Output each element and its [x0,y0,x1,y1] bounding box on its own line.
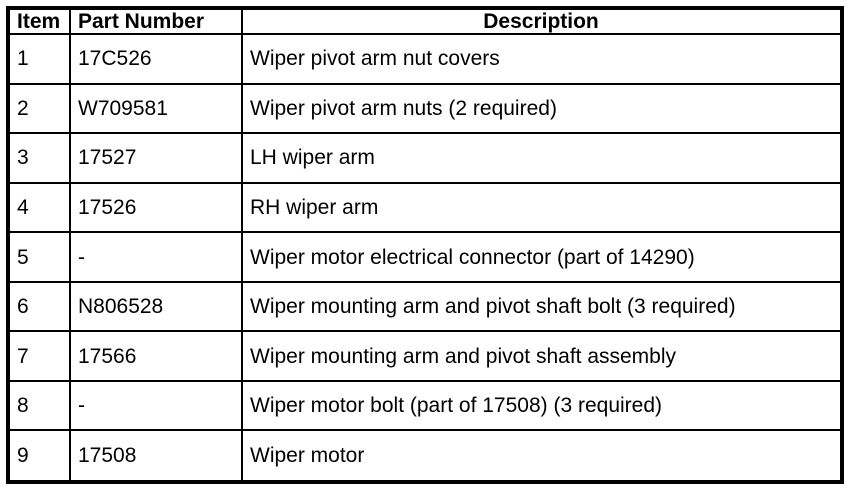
parts-table-body: 1 17C526 Wiper pivot arm nut covers 2 W7… [7,33,843,483]
table-row: 2 W709581 Wiper pivot arm nuts (2 requir… [7,82,843,135]
table-row: 5 - Wiper motor electrical connector (pa… [7,231,843,283]
cell-part-number: 17C526 [69,33,243,85]
cell-part-number: - [69,379,243,432]
cell-description: Wiper motor bolt (part of 17508) (3 requ… [241,379,843,432]
cell-item: 5 [7,231,71,283]
cell-description: Wiper pivot arm nut covers [241,33,843,85]
parts-table-header: Item Part Number Description [7,6,843,36]
cell-part-number: W709581 [69,82,243,135]
cell-description: Wiper mounting arm and pivot shaft assem… [241,330,843,382]
table-row: 8 - Wiper motor bolt (part of 17508) (3 … [7,379,843,432]
cell-item: 1 [7,33,71,85]
column-header-item: Item [7,6,71,36]
table-row: 1 17C526 Wiper pivot arm nut covers [7,33,843,85]
cell-item: 4 [7,181,71,234]
cell-item: 7 [7,330,71,382]
cell-description: Wiper pivot arm nuts (2 required) [241,82,843,135]
table-row: 6 N806528 Wiper mounting arm and pivot s… [7,280,843,333]
cell-item: 3 [7,132,71,184]
cell-part-number: - [69,231,243,283]
cell-part-number: 17527 [69,132,243,184]
parts-table: Item Part Number Description 1 17C526 Wi… [6,6,844,484]
cell-part-number: 17508 [69,429,243,483]
cell-item: 8 [7,379,71,432]
cell-item: 6 [7,280,71,333]
cell-part-number: 17566 [69,330,243,382]
cell-description: Wiper motor [241,429,843,483]
cell-description: RH wiper arm [241,181,843,234]
column-header-part-number: Part Number [69,6,243,36]
table-row: 4 17526 RH wiper arm [7,181,843,234]
header-row: Item Part Number Description [7,6,843,36]
cell-item: 9 [7,429,71,483]
cell-item: 2 [7,82,71,135]
cell-description: Wiper mounting arm and pivot shaft bolt … [241,280,843,333]
table-row: 7 17566 Wiper mounting arm and pivot sha… [7,330,843,382]
cell-description: Wiper motor electrical connector (part o… [241,231,843,283]
column-header-description: Description [241,6,843,36]
table-row: 9 17508 Wiper motor [7,429,843,483]
cell-part-number: N806528 [69,280,243,333]
cell-description: LH wiper arm [241,132,843,184]
table-row: 3 17527 LH wiper arm [7,132,843,184]
cell-part-number: 17526 [69,181,243,234]
